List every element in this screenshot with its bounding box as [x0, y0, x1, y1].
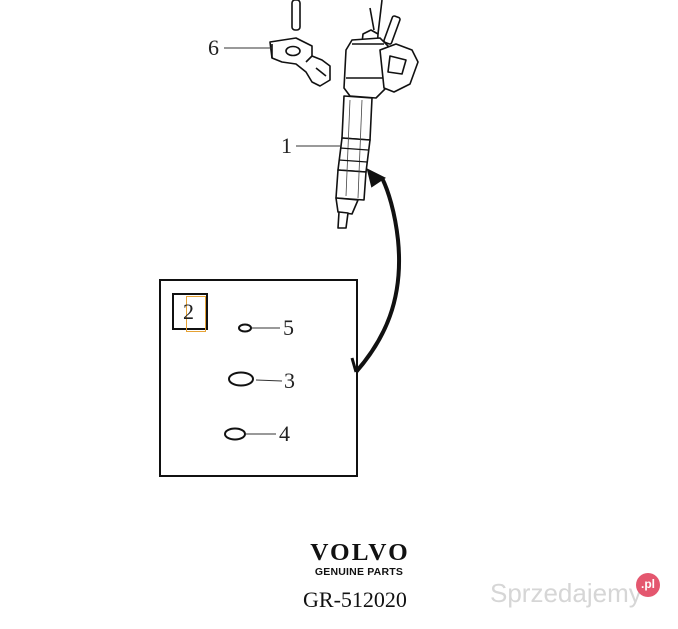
- leader-lines: [224, 47, 342, 435]
- part-code: GR-512020: [303, 587, 407, 612]
- watermark-text: Sprzedajemy: [490, 578, 642, 608]
- clamp-illustration: [269, 37, 331, 87]
- seal-rings: [224, 323, 254, 441]
- seal-5-ring: [238, 323, 252, 333]
- kit-label-highlight: [186, 296, 206, 332]
- callout-4: 4: [279, 421, 290, 446]
- leader-3: [255, 379, 283, 382]
- injector-illustration: [335, 0, 419, 229]
- brand-tagline: GENUINE PARTS: [314, 566, 404, 578]
- seal-kit-box: [159, 279, 358, 477]
- callout-5: 5: [283, 315, 294, 340]
- callout-6: 6: [208, 35, 219, 60]
- watermark-badge: .pl: [636, 573, 660, 597]
- kit-label-frame: [172, 293, 208, 330]
- callout-3: 3: [284, 368, 295, 393]
- seal-3-ring: [228, 371, 254, 387]
- seal-4-ring: [224, 427, 246, 441]
- pin-illustration: [291, 0, 301, 31]
- arrow-illustration: [350, 168, 401, 374]
- brand-logo: VOLVO: [310, 540, 410, 566]
- callout-1: 1: [281, 133, 292, 158]
- callout-2: 2: [183, 299, 194, 324]
